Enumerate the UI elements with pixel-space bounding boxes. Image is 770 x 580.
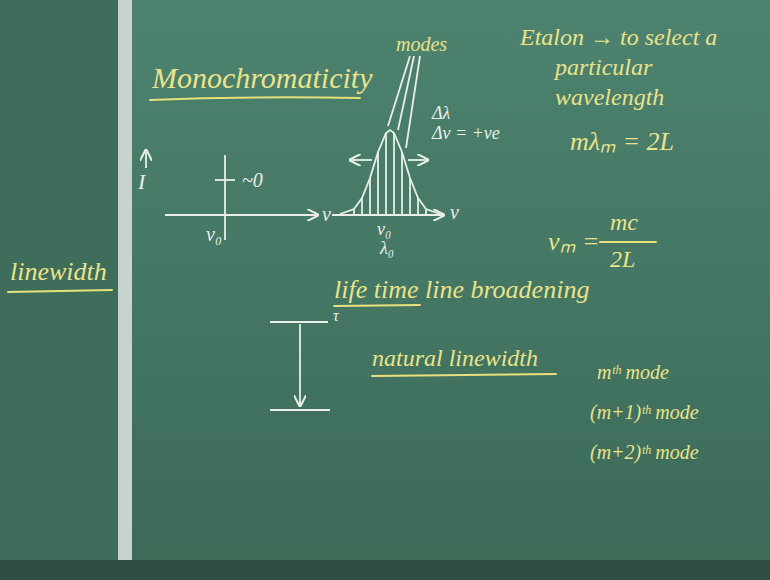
axis-label: ν	[450, 202, 459, 223]
width-label: Δν = +ve	[432, 124, 500, 143]
mode-label: (m+1)ᵗʰ mode	[590, 402, 699, 423]
equation: νₘ =	[548, 228, 600, 255]
axis-tick: ν₀	[206, 224, 222, 245]
mode-label: mᵗʰ mode	[597, 362, 669, 383]
equation: mλₘ = 2L	[570, 128, 674, 155]
axis-tick: λ₀	[380, 239, 394, 258]
equation: 2L	[610, 247, 635, 272]
symbol-label: τ	[333, 308, 339, 325]
board-title: Monochromaticity	[152, 62, 373, 94]
axis-tick: ν₀	[377, 220, 391, 239]
note-text: Etalon → to select a particular waveleng…	[520, 22, 725, 112]
topic-heading: life time line broadening	[334, 276, 589, 303]
axis-note: ~0	[242, 170, 263, 191]
topic-heading: linewidth	[10, 258, 107, 285]
axis-label: I	[138, 170, 145, 193]
callout-label: modes	[396, 34, 447, 55]
topic-heading: natural linewidth	[372, 346, 538, 371]
width-label: Δλ	[432, 104, 450, 123]
mode-label: (m+2)ᵗʰ mode	[590, 442, 699, 463]
equation: mc	[610, 210, 638, 235]
axis-label: ν	[322, 204, 331, 225]
